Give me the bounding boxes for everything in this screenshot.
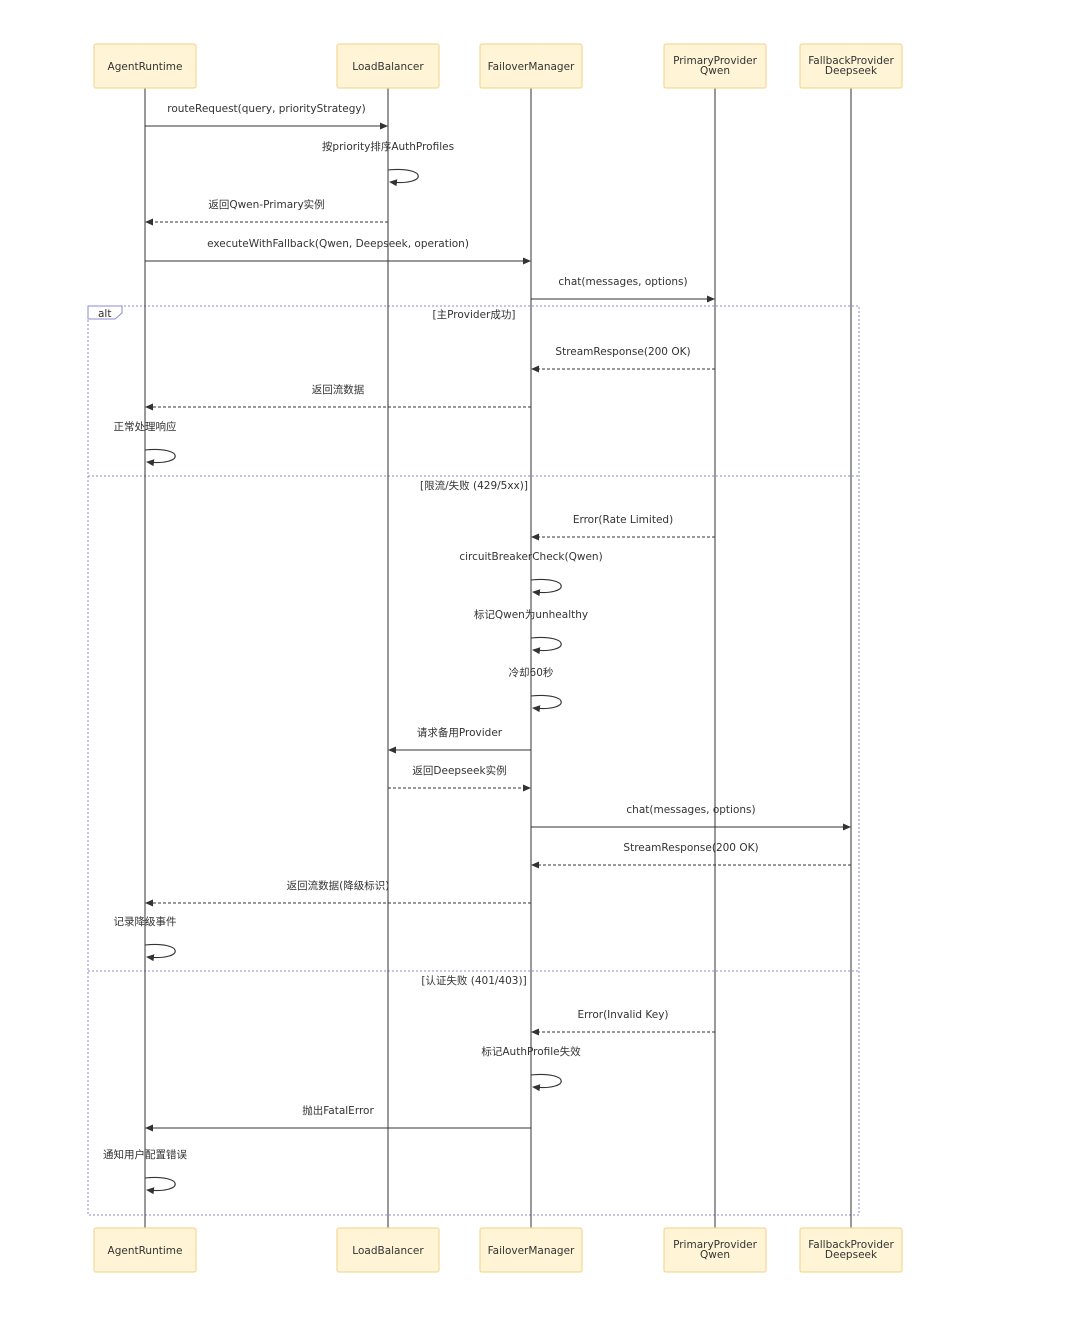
message-label: chat(messages, options) bbox=[626, 804, 755, 816]
actor-label: LoadBalancer bbox=[352, 1245, 424, 1257]
message: 标记AuthProfile失效 bbox=[481, 1045, 581, 1092]
message: chat(messages, options) bbox=[531, 804, 851, 831]
actor-label: FailoverManager bbox=[488, 61, 575, 73]
message-label: 冷却60秒 bbox=[509, 666, 554, 679]
message: chat(messages, options) bbox=[531, 276, 715, 303]
message-label: 抛出FatalError bbox=[302, 1104, 374, 1117]
actor-box bbox=[336, 1227, 440, 1273]
actor-box bbox=[663, 1227, 767, 1273]
message: Error(Invalid Key) bbox=[531, 1009, 715, 1036]
message-label: 标记Qwen为unhealthy bbox=[474, 609, 588, 621]
message-label: 返回流数据 bbox=[312, 383, 365, 396]
message-label: 请求备用Provider bbox=[417, 726, 503, 739]
actor-fm-bottom: FailoverManager bbox=[479, 1227, 583, 1273]
self-message-arrow bbox=[144, 448, 176, 467]
actor-box bbox=[663, 43, 767, 89]
actor-label: PrimaryProvider bbox=[673, 1239, 757, 1251]
message-label: Error(Invalid Key) bbox=[577, 1009, 668, 1021]
message: 通知用户配置错误 bbox=[103, 1148, 187, 1195]
alt-condition: [认证失败 (401/403)] bbox=[421, 974, 526, 987]
message: 返回Qwen-Primary实例 bbox=[145, 198, 388, 226]
message: 记录降级事件 bbox=[114, 915, 177, 962]
message: Error(Rate Limited) bbox=[531, 514, 715, 541]
message: executeWithFallback(Qwen, Deepseek, oper… bbox=[145, 238, 531, 265]
actor-label: Qwen bbox=[700, 1249, 730, 1261]
self-message-arrow bbox=[144, 943, 176, 962]
message: 冷却60秒 bbox=[509, 666, 562, 713]
actor-box bbox=[93, 43, 197, 89]
actor-label: AgentRuntime bbox=[108, 1245, 183, 1257]
actor-label: PrimaryProvider bbox=[673, 55, 757, 67]
alt-frame bbox=[87, 305, 860, 1216]
message: 返回流数据(降级标识) bbox=[145, 879, 531, 907]
self-message-arrow bbox=[530, 1073, 562, 1092]
self-message-arrow bbox=[530, 694, 562, 713]
actor-box bbox=[799, 43, 903, 89]
message: 标记Qwen为unhealthy bbox=[474, 609, 588, 655]
actor-box bbox=[336, 43, 440, 89]
message: 返回Deepseek实例 bbox=[388, 764, 531, 792]
actor-label: FallbackProvider bbox=[808, 1239, 894, 1251]
actor-label: LoadBalancer bbox=[352, 61, 424, 73]
actor-label: AgentRuntime bbox=[108, 61, 183, 73]
message-label: chat(messages, options) bbox=[558, 276, 687, 288]
message-label: 通知用户配置错误 bbox=[103, 1148, 187, 1161]
message-label: 返回Qwen-Primary实例 bbox=[208, 198, 324, 211]
message-label: 返回Deepseek实例 bbox=[412, 764, 506, 777]
actor-box bbox=[799, 1227, 903, 1273]
actor-label: Deepseek bbox=[825, 1249, 878, 1261]
self-message-arrow bbox=[144, 1176, 176, 1195]
message-label: 记录降级事件 bbox=[114, 915, 177, 928]
message-label: routeRequest(query, priorityStrategy) bbox=[167, 103, 365, 115]
actor-label: Deepseek bbox=[825, 65, 878, 77]
message: 抛出FatalError bbox=[145, 1104, 531, 1132]
message-label: circuitBreakerCheck(Qwen) bbox=[459, 551, 602, 563]
message-label: 按priority排序AuthProfiles bbox=[322, 140, 454, 153]
actor-fm-top: FailoverManager bbox=[479, 43, 583, 89]
alt-tab bbox=[87, 305, 123, 320]
alt-condition: [限流/失败 (429/5xx)] bbox=[420, 479, 528, 492]
message: 正常处理响应 bbox=[114, 420, 177, 467]
message-label: 正常处理响应 bbox=[114, 420, 177, 433]
message-label: 返回流数据(降级标识) bbox=[287, 879, 390, 892]
message: StreamResponse(200 OK) bbox=[531, 346, 715, 373]
message: StreamResponse(200 OK) bbox=[531, 842, 851, 869]
actor-label: FailoverManager bbox=[488, 1245, 575, 1257]
actor-lb-top: LoadBalancer bbox=[336, 43, 440, 89]
actor-label: FallbackProvider bbox=[808, 55, 894, 67]
message-label: Error(Rate Limited) bbox=[573, 514, 673, 526]
actor-agent-top: AgentRuntime bbox=[93, 43, 197, 89]
actor-box bbox=[479, 1227, 583, 1273]
message-label: 标记AuthProfile失效 bbox=[481, 1045, 581, 1058]
message: routeRequest(query, priorityStrategy) bbox=[145, 103, 388, 130]
alt-label: alt bbox=[98, 308, 111, 320]
message: 请求备用Provider bbox=[388, 726, 531, 754]
message-label: StreamResponse(200 OK) bbox=[623, 842, 758, 854]
message: circuitBreakerCheck(Qwen) bbox=[459, 551, 603, 597]
self-message-arrow bbox=[530, 578, 562, 597]
actor-agent-bottom: AgentRuntime bbox=[93, 1227, 197, 1273]
actor-lb-bottom: LoadBalancer bbox=[336, 1227, 440, 1273]
message-label: StreamResponse(200 OK) bbox=[555, 346, 690, 358]
message: 按priority排序AuthProfiles bbox=[322, 140, 454, 187]
actor-label: Qwen bbox=[700, 65, 730, 77]
message-label: executeWithFallback(Qwen, Deepseek, oper… bbox=[207, 238, 469, 250]
self-message-arrow bbox=[387, 168, 419, 187]
actor-box bbox=[479, 43, 583, 89]
message: 返回流数据 bbox=[145, 383, 531, 411]
actor-box bbox=[93, 1227, 197, 1273]
self-message-arrow bbox=[530, 636, 562, 655]
alt-condition: [主Provider成功] bbox=[433, 309, 516, 321]
